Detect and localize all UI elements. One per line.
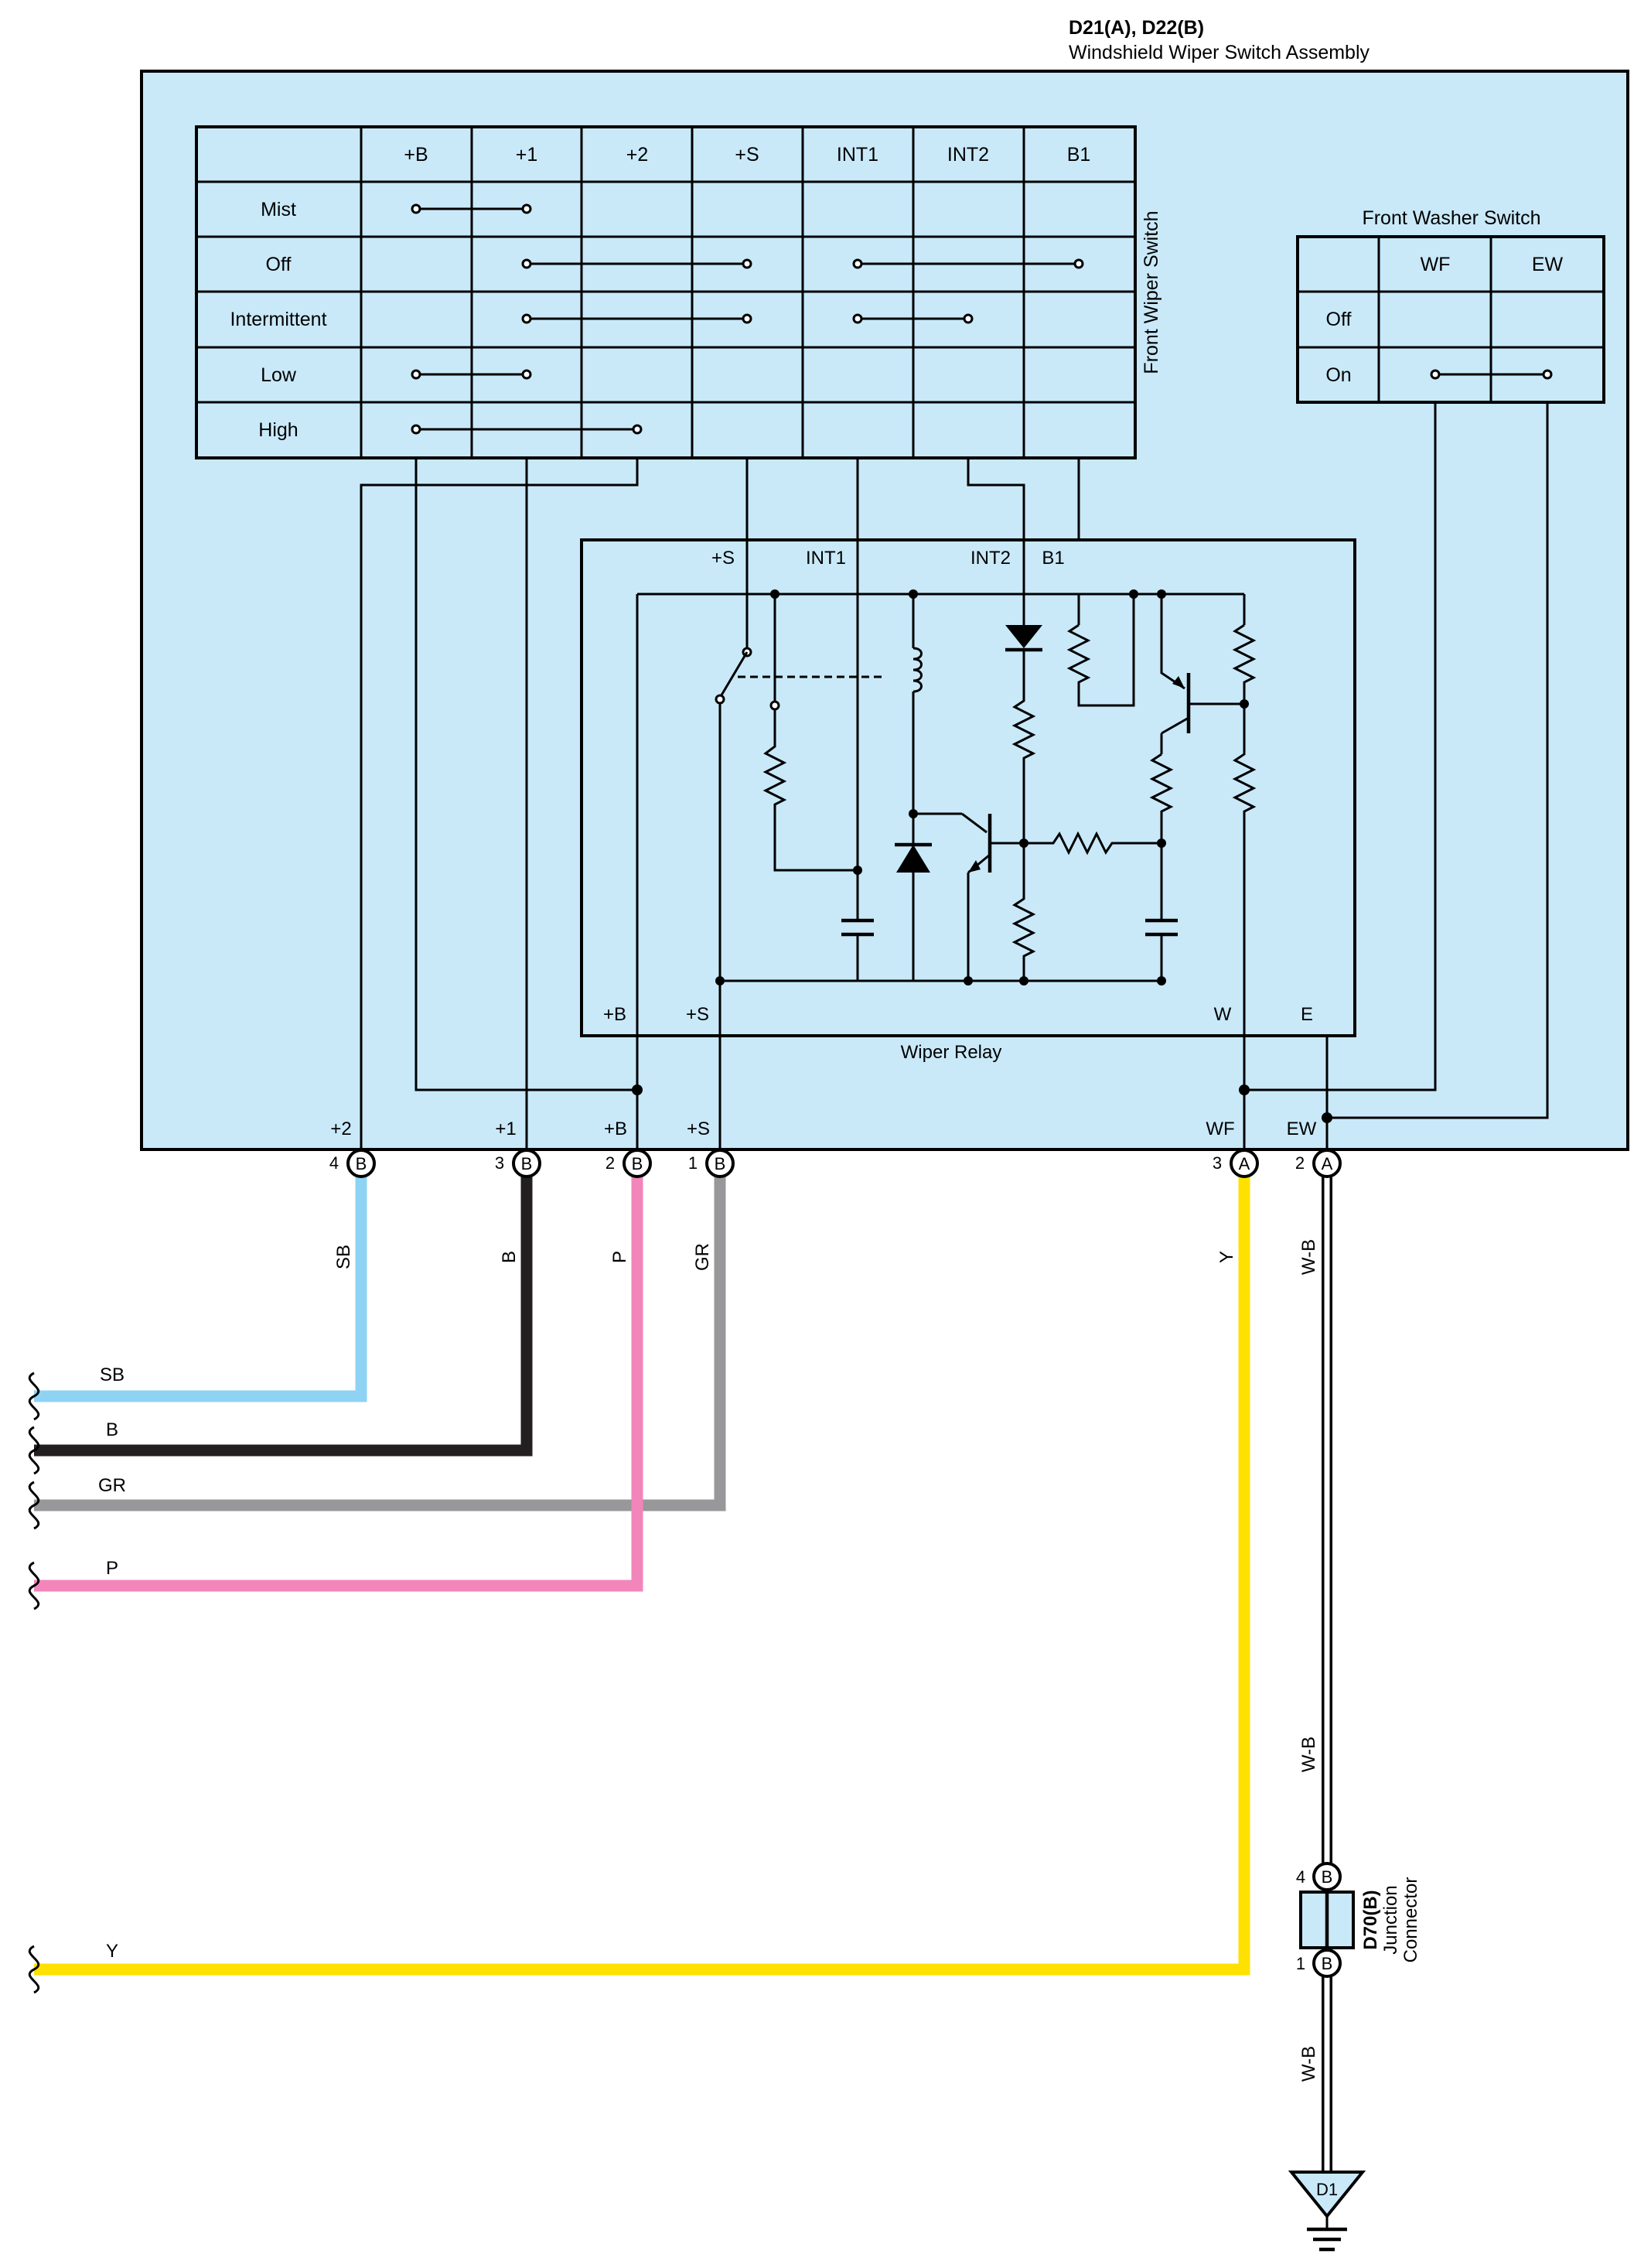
wire-label-wb-junction-bottom: W-B <box>1298 2046 1319 2082</box>
pin-conn-plusb: B <box>632 1154 643 1173</box>
relay-label-w: W <box>1214 1004 1232 1025</box>
wire-label-y: Y <box>1216 1251 1237 1263</box>
pin-number-plus2: 4 <box>329 1153 339 1173</box>
pin-conn-wf: A <box>1239 1154 1250 1173</box>
washer-row-off: Off <box>1326 309 1352 330</box>
col-header-pluss: +S <box>735 144 759 166</box>
pin-conn-pluss: B <box>715 1154 726 1173</box>
junction-pin-top: 4 <box>1296 1867 1305 1887</box>
assembly-id: D21(A), D22(B) <box>1069 17 1204 39</box>
wire-break-marks <box>28 1371 40 1994</box>
wire-label-gr: GR <box>692 1243 713 1271</box>
wiper-switch-table: +B +1 +2 +S INT1 INT2 B1 Mist Off Interm… <box>195 125 1162 459</box>
junction-line2: Connector <box>1400 1877 1421 1963</box>
wire-labels-vertical: SB B P GR Y W-B W-B W-B <box>333 1239 1319 2082</box>
junction-line1: Junction <box>1380 1885 1401 1954</box>
terminal-name-plusb: +B <box>604 1119 627 1139</box>
terminal-name-wf: WF <box>1206 1119 1234 1139</box>
pin-number-ew: 2 <box>1295 1153 1305 1173</box>
relay-label-int2-top: INT2 <box>970 548 1011 569</box>
col-header-int2: INT2 <box>947 144 989 166</box>
relay-circuit <box>636 540 1257 1036</box>
junction-id: D70(B) <box>1360 1890 1381 1949</box>
pin-conn-ew: A <box>1322 1154 1333 1173</box>
left-wire-label-y: Y <box>106 1941 118 1962</box>
col-header-int1: INT1 <box>837 144 878 166</box>
terminals: +2 +1 +B +S WF EW 4 3 2 1 3 2 <box>329 1119 1317 1173</box>
col-header-plus1: +1 <box>516 144 538 166</box>
wire-labels-left: SB B GR P Y <box>98 1365 126 1962</box>
row-label-off: Off <box>266 254 292 275</box>
wire-y <box>34 1163 1250 1976</box>
row-label-intermittent: Intermittent <box>230 309 326 330</box>
relay-label-plus-b-bottom: +B <box>603 1004 626 1025</box>
wiper-switch-title: Front Wiper Switch <box>1141 210 1162 374</box>
wire-label-b: B <box>499 1251 520 1263</box>
junction-conn-bottom: B <box>1322 1954 1333 1973</box>
relay-label-plus-s-top: +S <box>711 548 735 569</box>
switch-connections <box>411 203 1084 435</box>
ground-symbol: D1 <box>1288 2171 1366 2252</box>
left-wire-label-p: P <box>106 1558 118 1579</box>
row-label-high: High <box>258 419 298 441</box>
relay-label-b1-top: B1 <box>1042 548 1064 569</box>
wire-label-p: P <box>609 1251 630 1263</box>
pin-conn-plus1: B <box>521 1154 533 1173</box>
col-header-b1: B1 <box>1067 144 1091 166</box>
terminal-name-ew: EW <box>1287 1119 1317 1139</box>
pin-number-plusb: 2 <box>605 1153 615 1173</box>
pin-number-plus1: 3 <box>495 1153 504 1173</box>
terminal-name-plus2: +2 <box>330 1119 351 1139</box>
wire-label-wb-junction-top: W-B <box>1298 1737 1319 1772</box>
harness-wires <box>34 1163 1332 2172</box>
internal-wiring <box>360 402 1549 1149</box>
washer-switch-table: Front Washer Switch WF EW Off On <box>1296 207 1605 404</box>
row-label-mist: Mist <box>261 199 296 220</box>
junction-conn-top: B <box>1322 1867 1333 1887</box>
connector-pins: B B B B A A <box>346 1149 1342 1178</box>
washer-col-ew: EW <box>1532 254 1564 275</box>
left-wire-label-sb: SB <box>100 1365 125 1385</box>
pin-number-wf: 3 <box>1213 1153 1222 1173</box>
pin-conn-plus2: B <box>356 1154 367 1173</box>
left-wire-label-b: B <box>106 1419 118 1440</box>
washer-row-on: On <box>1325 364 1351 386</box>
col-header-plusb: +B <box>404 144 428 166</box>
wire-sb <box>34 1163 367 1402</box>
terminal-name-pluss: +S <box>687 1119 710 1139</box>
ground-id: D1 <box>1316 2180 1338 2199</box>
assembly-name: Windshield Wiper Switch Assembly <box>1069 42 1370 63</box>
junction-connector: B B 4 1 D70(B) Junction Connector <box>1296 1862 1421 1978</box>
wire-b <box>34 1163 533 1457</box>
wire-label-wb: W-B <box>1298 1239 1319 1275</box>
relay-label-int1-top: INT1 <box>806 548 846 569</box>
washer-col-wf: WF <box>1421 254 1451 275</box>
wire-p <box>34 1163 643 1592</box>
wiper-relay: +S INT1 INT2 B1 +B +S W E Wiper Relay <box>580 538 1356 1063</box>
relay-label-e: E <box>1301 1004 1313 1025</box>
relay-label-plus-s-bottom: +S <box>686 1004 709 1025</box>
wire-label-sb: SB <box>333 1245 354 1269</box>
terminal-name-plus1: +1 <box>495 1119 516 1139</box>
junction-pin-bottom: 1 <box>1296 1954 1305 1973</box>
washer-switch-title: Front Washer Switch <box>1362 207 1540 229</box>
pin-number-pluss: 1 <box>688 1153 698 1173</box>
col-header-plus2: +2 <box>626 144 649 166</box>
row-label-low: Low <box>261 364 297 386</box>
relay-name: Wiper Relay <box>901 1042 1002 1063</box>
left-wire-label-gr: GR <box>98 1475 126 1496</box>
wire-gr <box>34 1163 726 1511</box>
